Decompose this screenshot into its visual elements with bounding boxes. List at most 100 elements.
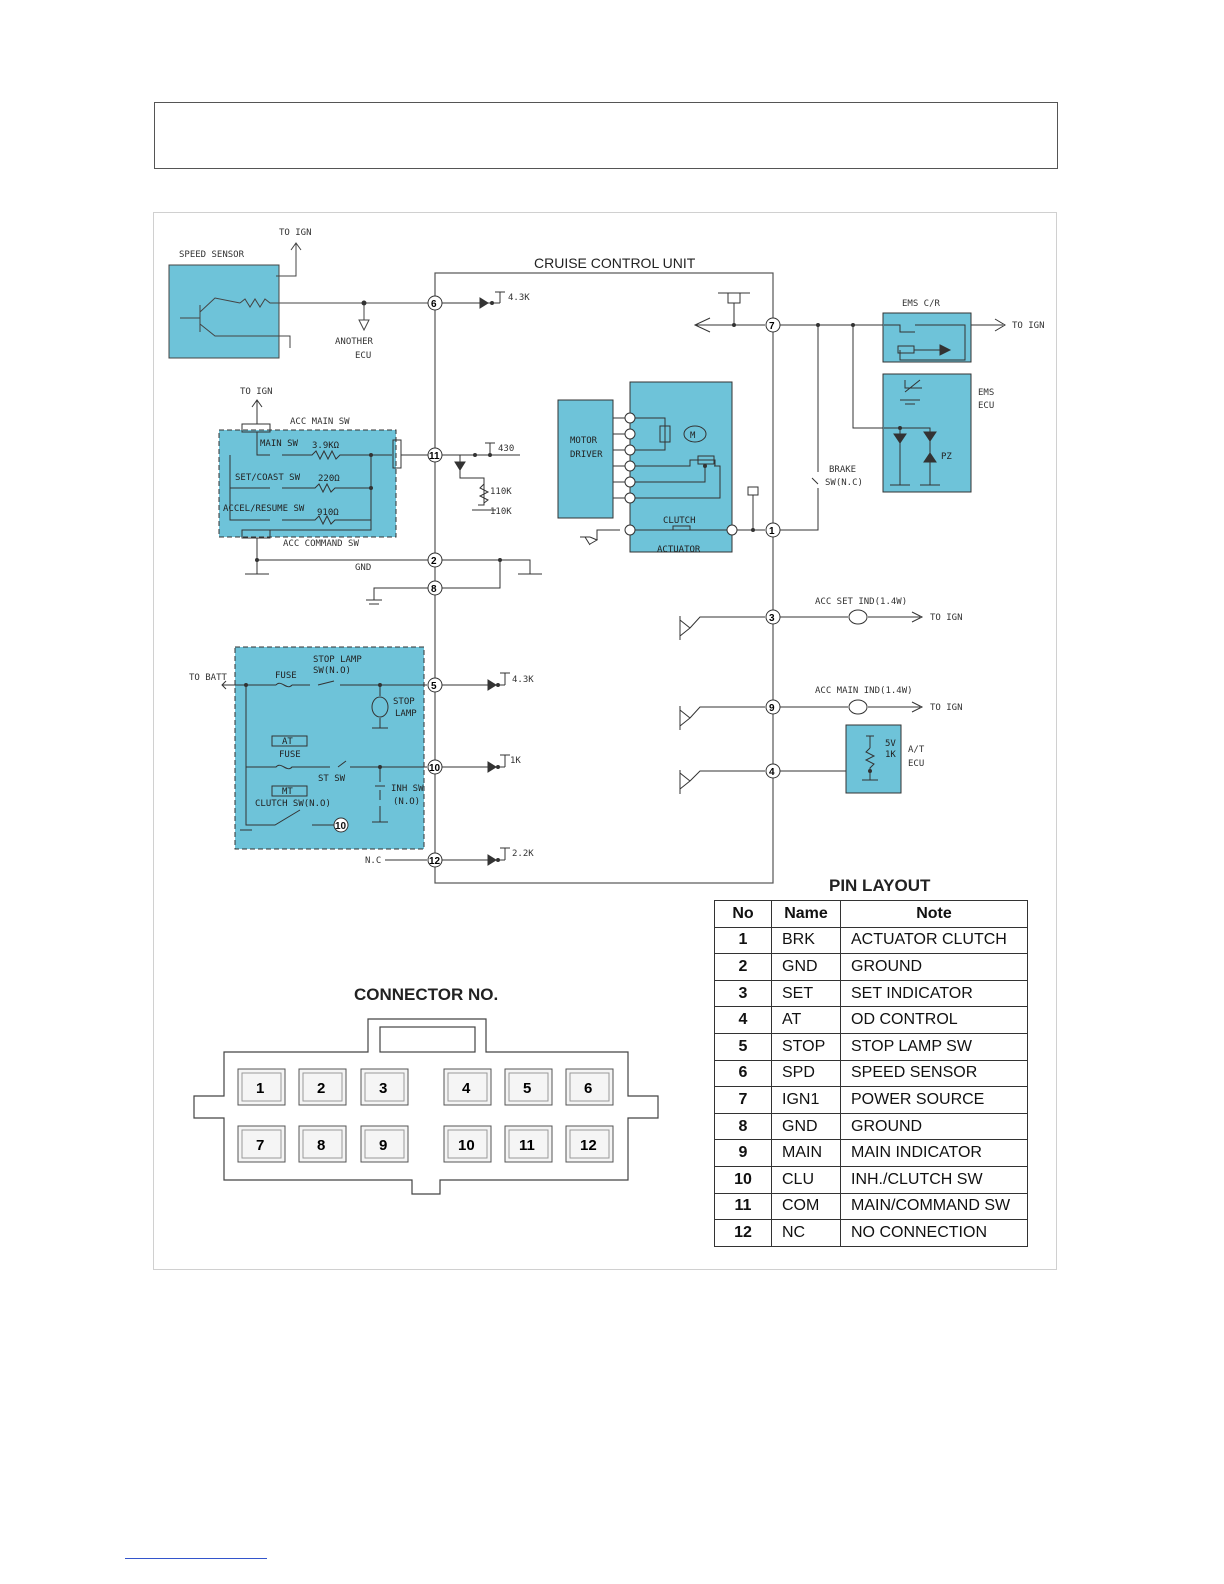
table-header-row: No Name Note [714, 900, 1028, 928]
connector-top-row: 1 2 3 4 5 6 [237, 1068, 614, 1106]
to-ign-label-acc: TO IGN [240, 387, 273, 397]
inh-sw-label-2: (N.O) [393, 797, 420, 807]
r-2-2k-label: 2.2K [512, 849, 534, 859]
r-110k-label-1: 110K [490, 487, 512, 497]
svg-text:8: 8 [431, 584, 437, 595]
cell-note: GROUND [840, 1112, 1028, 1141]
svg-text:6: 6 [584, 1080, 592, 1097]
cell-name: CLU [771, 1165, 841, 1194]
cell-name: SPD [771, 1059, 841, 1088]
connector-drawing [193, 1018, 659, 1195]
speed-sensor-box [168, 264, 280, 359]
cell-no: 5 [714, 1032, 772, 1061]
cruise-control-unit-box [434, 272, 774, 884]
cell-no: 9 [714, 1139, 772, 1167]
at-box-label: AT [282, 737, 293, 747]
svg-text:6: 6 [431, 299, 437, 310]
cell-note: MAIN INDICATOR [840, 1139, 1028, 1167]
pin-11: 11 [427, 447, 443, 463]
svg-text:5: 5 [523, 1080, 531, 1097]
actuator-box [629, 381, 733, 553]
accel-resume-value: 910Ω [317, 508, 339, 518]
header-box [154, 102, 1058, 169]
pin-2: 2 [427, 552, 443, 568]
connector-pin-9: 9 [360, 1125, 409, 1163]
cell-no: 11 [714, 1192, 772, 1221]
mt-box [271, 785, 308, 797]
to-batt-label: TO BATT [189, 673, 228, 683]
svg-text:2: 2 [431, 556, 437, 567]
fuse-label: FUSE [275, 671, 297, 681]
pin-1: 1 [765, 522, 781, 538]
connector-pin-11: 11 [504, 1125, 553, 1163]
cell-name: GND [771, 953, 841, 981]
accel-resume-sw-label: ACCEL/RESUME SW [223, 504, 305, 514]
footer-link-underline[interactable] [125, 1558, 267, 1559]
at-ecu-res-label-2: 1K [885, 750, 896, 760]
ems-ecu-label-1: EMS [978, 388, 994, 398]
pin-3: 3 [765, 609, 781, 625]
r-1k-label: 1K [510, 756, 521, 766]
main-sw-label: MAIN SW [260, 439, 299, 449]
svg-text:1: 1 [769, 526, 775, 537]
to-ign-label-speed: TO IGN [279, 228, 312, 238]
r-430-label: 430 [498, 444, 514, 454]
cell-no: 10 [714, 1165, 772, 1194]
cell-note: INH./CLUTCH SW [840, 1165, 1028, 1194]
inh-sw-label-1: INH SW [391, 784, 424, 794]
acc-command-sw-label: ACC COMMAND SW [283, 539, 359, 549]
at-fuse-label: FUSE [279, 750, 301, 760]
stop-lamp-sw-label-1: STOP LAMP [313, 655, 362, 665]
connector-pin-6: 6 [565, 1068, 614, 1106]
svg-text:7: 7 [769, 321, 775, 332]
pin-7: 7 [765, 317, 781, 333]
pin-4: 4 [765, 763, 781, 779]
svg-text:11: 11 [519, 1137, 535, 1154]
svg-text:5: 5 [431, 681, 437, 692]
connector-pin-7: 7 [237, 1125, 286, 1163]
pin-12: 12 [427, 852, 443, 868]
header-note: Note [840, 900, 1028, 928]
stop-lamp-label-2: LAMP [395, 709, 417, 719]
r-4-3k-label-6: 4.3K [508, 293, 530, 303]
cell-name: BRK [771, 926, 841, 955]
stop-lamp-sw-label-2: SW(N.O) [313, 666, 351, 676]
cruise-control-title: CRUISE CONTROL UNIT [534, 255, 696, 271]
cell-name: IGN1 [771, 1086, 841, 1114]
svg-text:8: 8 [317, 1137, 325, 1154]
to-ign-label-main: TO IGN [930, 703, 963, 713]
cell-note: STOP LAMP SW [840, 1032, 1028, 1061]
set-coast-sw-label: SET/COAST SW [235, 473, 301, 483]
pin10-ref-label: 10 [335, 821, 347, 832]
connector-pin-8: 8 [298, 1125, 347, 1163]
cell-note: NO CONNECTION [840, 1219, 1028, 1247]
cell-name: AT [771, 1006, 841, 1034]
at-ecu-res-label-1: 5V [885, 739, 896, 749]
st-sw-label: ST SW [318, 774, 346, 784]
cell-note: ACTUATOR CLUTCH [840, 926, 1028, 955]
r-110k-label-2: 110K [490, 507, 512, 517]
svg-text:9: 9 [769, 703, 775, 714]
pin-5: 5 [427, 677, 443, 693]
cell-name: GND [771, 1112, 841, 1141]
svg-text:2: 2 [317, 1080, 325, 1097]
clutch-sw-label: CLUTCH SW(N.O) [255, 799, 331, 809]
ems-cr-box [882, 312, 972, 363]
at-ecu-label-2: ECU [908, 759, 924, 769]
connector-bottom-row: 7 8 9 10 11 12 [237, 1125, 614, 1163]
cell-name: COM [771, 1192, 841, 1221]
connector-pin-2: 2 [298, 1068, 347, 1106]
svg-text:3: 3 [379, 1080, 387, 1097]
cell-no: 7 [714, 1086, 772, 1114]
another-ecu-label-1: ANOTHER [335, 337, 374, 347]
cell-no: 8 [714, 1112, 772, 1141]
r-4-3k-label-5: 4.3K [512, 675, 534, 685]
cell-note: GROUND [840, 953, 1028, 981]
connector-title: CONNECTOR NO. [354, 985, 499, 1004]
